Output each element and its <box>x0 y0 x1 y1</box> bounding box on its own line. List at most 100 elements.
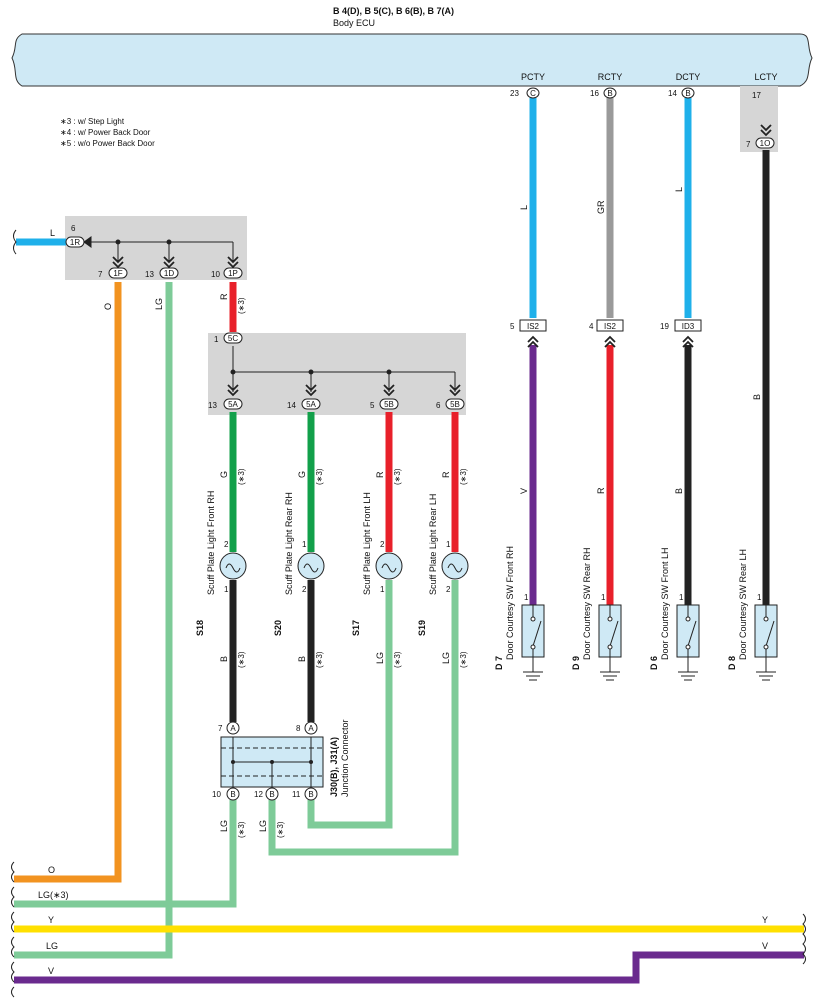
svg-text:B: B <box>230 790 235 799</box>
wire-label-lg: LG <box>258 820 268 832</box>
svg-text:A: A <box>230 724 236 733</box>
ecu-pin-conn: B <box>685 89 690 98</box>
svg-text:12: 12 <box>254 790 263 799</box>
svg-text:5B: 5B <box>384 400 394 409</box>
wire-note: (∗3) <box>237 651 246 668</box>
wire-label-r: R <box>596 487 606 494</box>
wire-note: (∗3) <box>237 297 246 314</box>
wire-lg-s17 <box>307 580 393 829</box>
terminal-rcty: RCTY <box>598 72 623 82</box>
ecu-pin-conn: B <box>607 89 612 98</box>
svg-text:Door Courtesy SW Rear LH: Door Courtesy SW Rear LH <box>738 549 748 660</box>
svg-text:1: 1 <box>214 335 219 344</box>
svg-text:S17: S17 <box>351 620 361 636</box>
wire-label-v: V <box>519 488 529 494</box>
ecu-pin-num: 14 <box>668 89 677 98</box>
switch-d9: 1 Door Courtesy SW Rear RH D 9 <box>571 547 622 681</box>
svg-text:D 6: D 6 <box>649 656 659 670</box>
bus-label-o: O <box>48 865 55 875</box>
ecu-title: B 4(D), B 5(C), B 6(B), B 7(A) <box>333 6 454 16</box>
wire-note: (∗3) <box>237 821 246 838</box>
svg-text:J30(B), J31(A): J30(B), J31(A) <box>329 737 339 797</box>
wire-label-r: R <box>375 471 385 478</box>
bus-break-right <box>802 913 806 965</box>
ecu-subtitle: Body ECU <box>333 18 375 28</box>
svg-text:2: 2 <box>224 540 229 549</box>
svg-text:1: 1 <box>446 540 451 549</box>
svg-text:IS2: IS2 <box>604 322 617 331</box>
wire-lg3 <box>14 800 237 908</box>
light-s19: 1 2 Scuff Plate Light Rear LH S19 <box>417 494 469 636</box>
wire-label-gr: GR <box>596 200 606 214</box>
wire-o <box>14 282 122 883</box>
jb1-busbar <box>83 236 234 262</box>
wire-label-b: B <box>674 488 684 494</box>
ecu-pin-conn: C <box>530 89 536 98</box>
wire-label-g: G <box>219 471 229 478</box>
terminal-pcty: PCTY <box>521 72 545 82</box>
wire-label-r: R <box>441 471 451 478</box>
wire-note: (∗3) <box>276 821 285 838</box>
svg-text:1: 1 <box>380 585 385 594</box>
svg-text:S19: S19 <box>417 620 427 636</box>
svg-text:Door Courtesy SW Front LH: Door Courtesy SW Front LH <box>660 547 670 660</box>
terminal-lcty: LCTY <box>754 72 777 82</box>
bus-label-lg: LG <box>46 941 58 951</box>
bus-label-lg3: LG(∗3) <box>38 890 69 900</box>
svg-text:Scuff Plate Light Rear RH: Scuff Plate Light Rear RH <box>284 492 294 595</box>
wire-label-lg: LG <box>219 820 229 832</box>
svg-text:1: 1 <box>524 593 529 602</box>
svg-text:ID3: ID3 <box>682 322 695 331</box>
svg-text:7: 7 <box>746 140 751 149</box>
wire-lg-jb1 <box>14 282 173 959</box>
inline-connectors: 5 IS2 4 IS2 19 ID3 7 1O <box>510 137 775 332</box>
svg-text:1: 1 <box>302 540 307 549</box>
svg-text:2: 2 <box>380 540 385 549</box>
svg-text:B: B <box>269 790 274 799</box>
wire-v <box>14 951 804 984</box>
wire-note: (∗3) <box>459 468 468 485</box>
note-2: ∗4 : w/ Power Back Door <box>60 128 151 137</box>
switch-d8: 1 Door Courtesy SW Rear LH D 8 <box>727 549 778 681</box>
wire-label-b: B <box>297 656 307 662</box>
jb2-busbar <box>230 346 456 392</box>
wire-note: (∗3) <box>459 651 468 668</box>
wire-lg-s19 <box>268 580 459 856</box>
svg-text:B: B <box>308 790 313 799</box>
wire-note: (∗3) <box>393 651 402 668</box>
svg-text:2: 2 <box>302 585 307 594</box>
bus-label-y: Y <box>48 915 54 925</box>
junction-connector: 7 A 8 A 10 B 12 B 11 B J30(B), J31(A) Ju… <box>212 719 350 801</box>
terminal-dcty: DCTY <box>676 72 701 82</box>
svg-text:1R: 1R <box>70 238 80 247</box>
svg-text:6: 6 <box>436 401 441 410</box>
wire-label-lg: LG <box>375 652 385 664</box>
ecu-pin-num: 16 <box>590 89 599 98</box>
svg-text:7: 7 <box>98 270 103 279</box>
svg-text:5A: 5A <box>306 400 316 409</box>
svg-text:11: 11 <box>292 790 301 799</box>
bus-label-v: V <box>48 966 54 976</box>
svg-text:Door Courtesy SW Front RH: Door Courtesy SW Front RH <box>505 546 515 660</box>
svg-text:A: A <box>308 724 314 733</box>
wire-label-lg: LG <box>154 298 164 310</box>
svg-text:5: 5 <box>510 322 515 331</box>
svg-text:5B: 5B <box>450 400 460 409</box>
svg-text:1: 1 <box>757 593 762 602</box>
svg-text:S18: S18 <box>195 620 205 636</box>
svg-text:10: 10 <box>212 790 221 799</box>
light-s17: 2 1 Scuff Plate Light Front LH S17 <box>351 492 403 636</box>
svg-text:1O: 1O <box>760 139 771 148</box>
bus-break-left <box>11 229 17 998</box>
wire-label-g: G <box>297 471 307 478</box>
svg-text:1P: 1P <box>228 269 238 278</box>
connector-arrows <box>112 124 772 397</box>
wire-label-l: L <box>519 205 529 210</box>
svg-text:Scuff Plate Light Rear LH: Scuff Plate Light Rear LH <box>428 494 438 595</box>
svg-text:7: 7 <box>218 724 223 733</box>
svg-text:Scuff Plate Light Front RH: Scuff Plate Light Front RH <box>206 491 216 595</box>
svg-text:5A: 5A <box>228 400 238 409</box>
wire-label-l: L <box>50 228 55 238</box>
svg-text:1D: 1D <box>164 269 174 278</box>
